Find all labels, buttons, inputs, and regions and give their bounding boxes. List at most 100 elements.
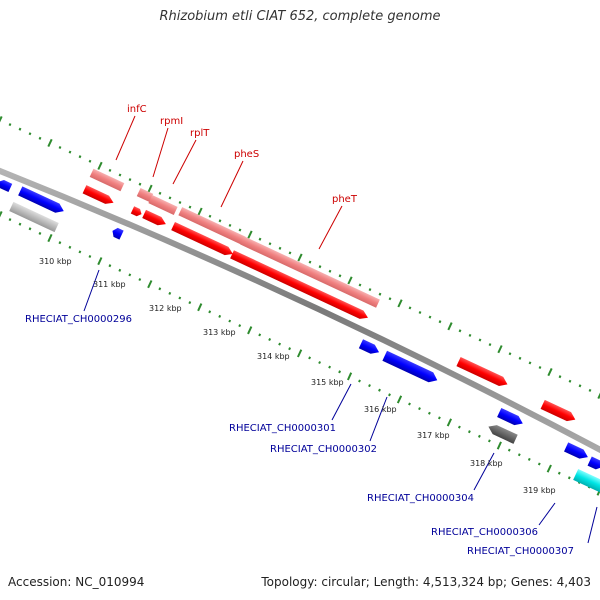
inner-minor-tick	[477, 434, 481, 438]
feature-red-6	[456, 357, 508, 386]
inner-major-tick	[396, 395, 403, 404]
inner-minor-tick	[68, 245, 72, 249]
inner-minor-tick	[158, 287, 162, 291]
leader-infC	[115, 115, 136, 161]
outer-major-tick	[247, 230, 253, 239]
outer-minor-tick	[168, 196, 172, 200]
inner-major-tick	[197, 303, 203, 312]
outer-minor-tick	[408, 306, 412, 310]
outer-minor-tick	[458, 329, 462, 333]
position-label-316: 316 kbp	[364, 405, 397, 414]
inner-minor-tick	[238, 324, 242, 328]
outer-minor-tick	[358, 283, 362, 287]
outer-minor-tick	[288, 251, 292, 255]
inner-minor-tick	[8, 218, 12, 222]
outer-minor-tick	[468, 333, 472, 337]
feature-gray-1	[9, 201, 59, 233]
inner-minor-tick	[408, 402, 411, 406]
inner-major-tick	[97, 257, 103, 266]
outer-minor-tick	[378, 292, 382, 296]
leader-rplT	[172, 139, 197, 185]
feature-red-2	[130, 206, 142, 217]
inner-minor-tick	[208, 310, 212, 314]
outer-major-tick	[47, 138, 53, 148]
inner-minor-tick	[437, 416, 441, 420]
inner-minor-tick	[418, 407, 421, 411]
locus-label-306: RHECIAT_CH0000306	[431, 527, 538, 538]
inner-minor-tick	[138, 278, 142, 282]
inner-minor-tick	[268, 337, 272, 342]
feature-red-4	[171, 221, 233, 256]
feature-rplT	[148, 195, 178, 215]
inner-minor-tick	[78, 250, 82, 254]
locus-label-302: RHECIAT_CH0000302	[270, 444, 377, 455]
inner-major-tick	[247, 326, 253, 335]
outer-minor-tick	[268, 242, 272, 246]
position-label-312: 312 kbp	[149, 304, 182, 313]
leader-locus-296	[83, 269, 100, 312]
outer-minor-tick	[418, 310, 422, 315]
outer-minor-tick	[178, 200, 182, 205]
outer-minor-tick	[508, 352, 512, 356]
feature-pheT	[240, 236, 380, 308]
inner-minor-tick	[258, 333, 262, 337]
position-label-311: 311 kbp	[93, 280, 126, 289]
inner-minor-tick	[188, 301, 192, 305]
outer-major-tick	[147, 184, 153, 193]
inner-minor-tick	[567, 476, 571, 480]
outer-minor-tick	[538, 365, 542, 370]
leader-rpmI	[152, 127, 169, 178]
inner-minor-tick	[358, 379, 361, 383]
outer-major-tick	[97, 161, 103, 170]
inner-major-tick	[446, 418, 453, 427]
feature-rpmI	[136, 187, 154, 203]
inner-minor-tick	[278, 342, 282, 346]
inner-minor-tick	[88, 254, 92, 259]
inner-minor-tick	[38, 231, 42, 235]
position-label-314: 314 kbp	[257, 352, 290, 361]
locus-label-307: RHECIAT_CH0000307	[467, 546, 574, 557]
inner-minor-tick	[388, 393, 391, 397]
outer-minor-tick	[488, 343, 492, 347]
label-leader-lines	[83, 115, 598, 544]
outer-minor-tick	[18, 127, 22, 131]
outer-minor-tick	[118, 173, 122, 177]
feature-blue-7	[564, 442, 588, 459]
outer-major-tick	[0, 115, 3, 123]
position-label-313: 313 kbp	[203, 328, 236, 337]
outer-minor-tick	[138, 182, 142, 186]
inner-minor-tick	[457, 425, 461, 429]
position-label-318: 318 kbp	[470, 459, 503, 468]
gene-label-infC: infC	[127, 104, 147, 115]
feature-blue-4	[358, 339, 380, 354]
inner-minor-tick	[288, 347, 292, 351]
accession-text: Accession: NC_010994	[8, 575, 145, 589]
position-label-317: 317 kbp	[417, 431, 450, 440]
feature-red-3	[142, 209, 166, 226]
gene-labels: infC rpmI rplT pheS pheT	[127, 104, 358, 205]
inner-minor-tick	[427, 411, 431, 415]
outer-minor-tick	[318, 265, 322, 269]
inner-major-tick	[296, 349, 303, 358]
inner-minor-tick	[128, 273, 132, 277]
inner-minor-tick	[28, 227, 32, 231]
leader-pheS	[220, 160, 244, 208]
position-labels: 310 kbp 311 kbp 312 kbp 313 kbp 314 kbp …	[39, 257, 556, 495]
outer-major-tick	[297, 253, 303, 262]
inner-minor-tick	[338, 370, 342, 374]
outer-minor-tick	[228, 223, 232, 227]
leader-locus-301	[331, 383, 352, 421]
inner-minor-tick	[328, 365, 332, 369]
locus-labels: RHECIAT_CH0000296 RHECIAT_CH0000301 RHEC…	[25, 314, 574, 557]
outer-minor-tick	[558, 375, 562, 379]
feature-red-7	[540, 399, 576, 422]
leader-locus-306	[538, 502, 556, 526]
outer-minor-tick	[78, 155, 82, 159]
outer-minor-tick	[108, 168, 112, 172]
outer-major-tick	[447, 322, 453, 331]
map-title: Rhizobium etli CIAT 652, complete genome	[159, 9, 441, 24]
outer-minor-tick	[68, 150, 72, 154]
outer-minor-tick	[518, 356, 522, 360]
leader-locus-307	[587, 506, 598, 544]
feature-blue-3	[112, 227, 124, 240]
